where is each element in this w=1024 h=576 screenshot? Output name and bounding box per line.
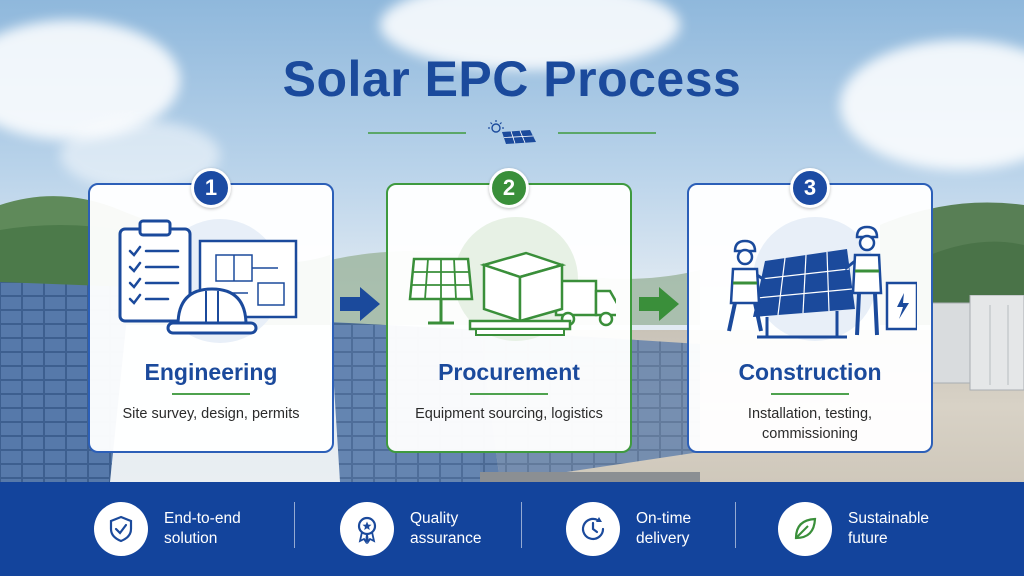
clock-icon bbox=[566, 502, 620, 556]
hard-hat-icon bbox=[166, 287, 258, 335]
worker-icon bbox=[844, 225, 883, 336]
feature-quality: Quality assurance bbox=[340, 482, 520, 576]
engineering-illustration bbox=[118, 219, 298, 343]
feature-label: Quality assurance bbox=[410, 510, 482, 547]
feature-label: Sustainable future bbox=[848, 510, 930, 547]
feature-on-time: On-time delivery bbox=[566, 482, 746, 576]
cargo-box-icon bbox=[468, 251, 572, 336]
step-number-badge: 1 bbox=[191, 168, 231, 208]
blueprint-icon bbox=[198, 239, 298, 319]
step-description: Site survey, design, permits bbox=[122, 406, 300, 422]
cloud bbox=[380, 0, 680, 70]
step-title: Procurement bbox=[438, 359, 580, 385]
step-card-construction: 3 bbox=[687, 168, 933, 453]
step-number-badge: 2 bbox=[489, 168, 529, 208]
footer-separator bbox=[735, 502, 736, 548]
delivery-truck-icon bbox=[554, 279, 616, 327]
cloud bbox=[840, 40, 1024, 170]
feature-label: End-to-end solution bbox=[164, 510, 241, 547]
step-divider bbox=[771, 393, 849, 395]
shield-check-icon bbox=[94, 502, 148, 556]
title-divider bbox=[368, 120, 656, 144]
step-description: Equipment sourcing, logistics bbox=[415, 406, 603, 422]
arrow-right-icon bbox=[340, 287, 380, 321]
step-card-engineering: 1 bbox=[88, 168, 334, 453]
equipment-containers bbox=[930, 295, 1024, 391]
clipboard-checklist-icon bbox=[118, 219, 192, 323]
solar-panel-icon bbox=[753, 249, 855, 339]
arrow-right-icon bbox=[639, 287, 679, 321]
award-ribbon-icon bbox=[340, 502, 394, 556]
footer-separator bbox=[521, 502, 522, 548]
step-number-badge: 3 bbox=[790, 168, 830, 208]
feature-label: On-time delivery bbox=[636, 510, 692, 547]
step-title: Construction bbox=[738, 359, 882, 385]
step-divider bbox=[470, 393, 548, 395]
worker-icon bbox=[727, 239, 770, 332]
page-title: Solar EPC Process bbox=[282, 51, 742, 107]
feature-end-to-end: End-to-end solution bbox=[94, 482, 274, 576]
feature-sustainable: Sustainable future bbox=[778, 482, 958, 576]
footer-separator bbox=[294, 502, 295, 548]
sun-icon bbox=[488, 120, 504, 133]
inverter-icon bbox=[885, 281, 917, 331]
features-bar: End-to-end solution Quality assurance On bbox=[0, 482, 1024, 576]
solar-panel-icon bbox=[502, 130, 536, 144]
leaf-icon bbox=[778, 502, 832, 556]
construction-illustration bbox=[727, 217, 917, 341]
step-divider bbox=[172, 393, 250, 395]
step-card-procurement: 2 Procurement bbox=[386, 168, 632, 453]
solar-panel-icon bbox=[408, 257, 474, 325]
step-description: Installation, testing, commissioning bbox=[747, 406, 873, 442]
procurement-illustration bbox=[408, 217, 616, 341]
step-title: Engineering bbox=[144, 359, 278, 385]
